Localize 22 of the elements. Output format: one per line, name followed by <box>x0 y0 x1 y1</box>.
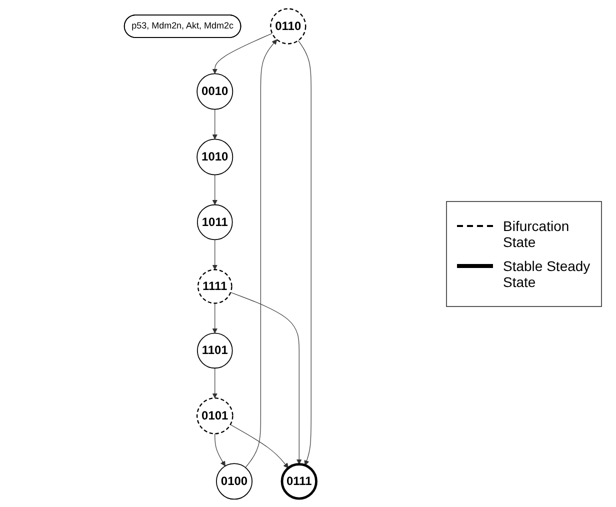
node-circle: 0111 <box>280 462 318 500</box>
legend-label: Stable Steady State <box>503 258 592 290</box>
arrow <box>212 367 218 398</box>
arrow <box>298 40 312 466</box>
node-circle: 1010 <box>196 138 233 175</box>
arrow <box>212 32 272 74</box>
node-circle: 0010 <box>196 72 233 110</box>
arrow <box>212 174 218 204</box>
arrow <box>244 38 277 468</box>
arrow <box>212 302 218 333</box>
node-circle: 0100 <box>216 462 252 500</box>
legend-label: Bifurcation State <box>503 218 570 250</box>
arrow <box>214 432 226 466</box>
arrow <box>212 108 218 139</box>
node-circle: 0101 <box>196 396 233 434</box>
node-circle: 1101 <box>196 332 232 368</box>
node-circle: 1111 <box>197 268 232 304</box>
arrow <box>230 292 302 464</box>
arrow <box>230 424 288 468</box>
node-circle: 1011 <box>196 204 232 240</box>
node-circle: 0110 <box>270 8 306 44</box>
arrow <box>212 238 218 270</box>
